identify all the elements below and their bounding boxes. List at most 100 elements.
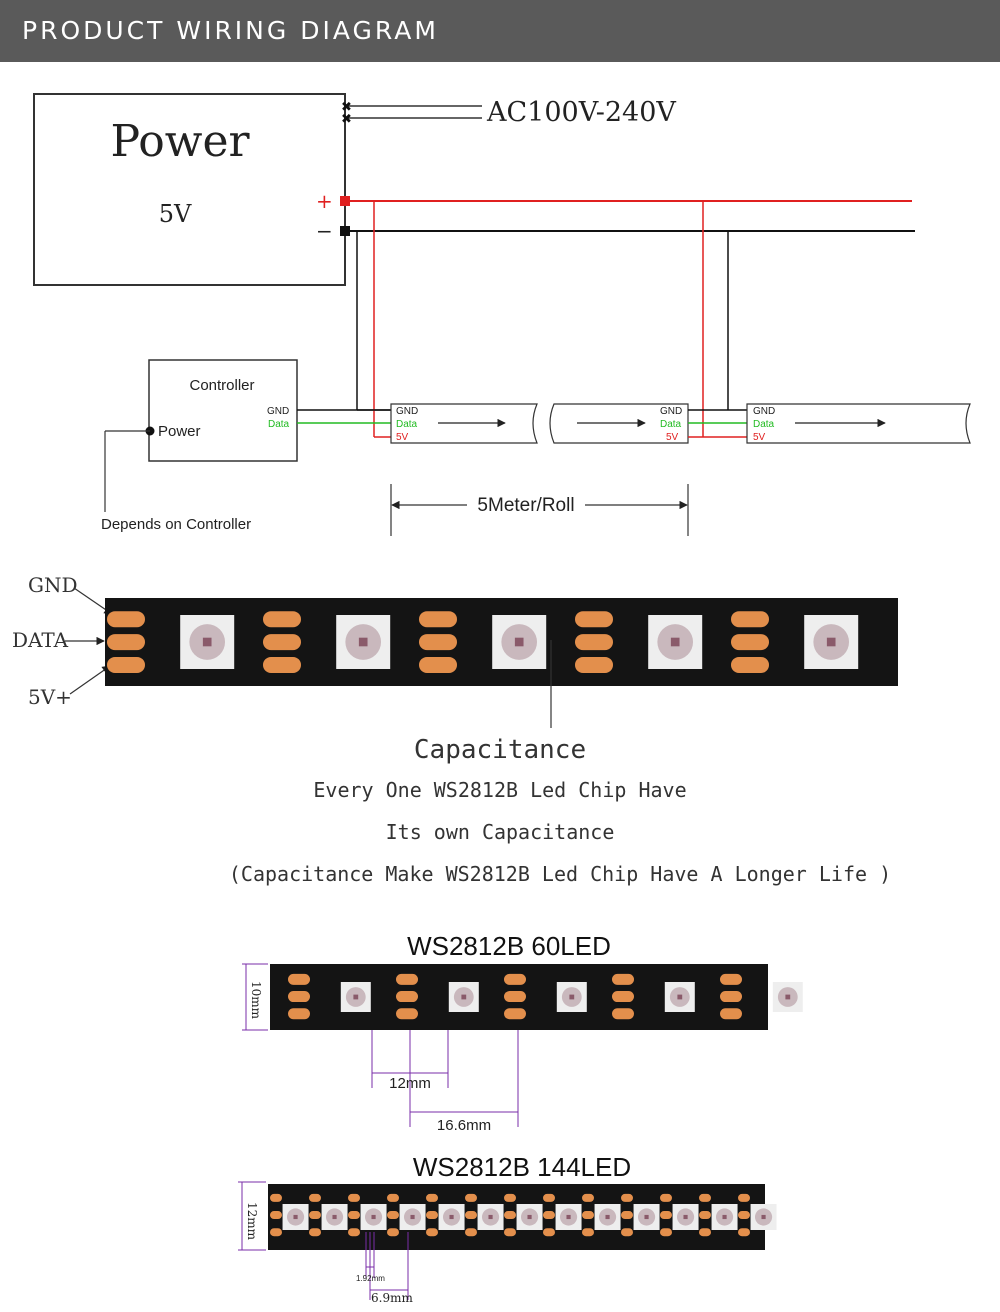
strip-segment-3: [746, 403, 971, 444]
closeup-led-chip: [804, 615, 859, 669]
strip60-led-chip: [448, 982, 479, 1012]
closeup-led-chip: [492, 615, 547, 669]
strip144-pitch-label: 6.9mm: [371, 1291, 413, 1305]
ac-input-terminals: ✖ ✖: [341, 99, 482, 126]
strip144-led-chip: [321, 1204, 348, 1230]
strip144-led-pads: [426, 1193, 438, 1237]
controller-title: Controller: [189, 377, 254, 394]
strip144-led-pads: [504, 1193, 516, 1237]
controller-box: [148, 359, 298, 462]
seg1-5v-label: 5V: [396, 432, 409, 443]
strip60-width-label: 10mm: [249, 981, 263, 1020]
strip144-width-label: 12mm: [245, 1202, 259, 1241]
strip60-chip-size-label: 12mm: [389, 1075, 431, 1092]
strip144-led-pads: [621, 1193, 633, 1237]
strip144-photo: [268, 1184, 777, 1250]
strip144-title: WS2812B 144LED: [413, 1152, 631, 1182]
capacitance-title: Capacitance: [413, 735, 587, 765]
strip-segment-2: [549, 403, 689, 444]
closeup-led-chip: [336, 615, 391, 669]
closeup-led-pads: [575, 611, 613, 673]
strip60-width-dimension: [242, 963, 268, 1031]
strip60-led-pads: [612, 973, 634, 1020]
closeup-led-chip: [180, 615, 235, 669]
strip144-width-dimension: [238, 1181, 266, 1251]
strip144-led-chip: [594, 1204, 621, 1230]
strip144-led-pads: [699, 1193, 711, 1237]
controller-gnd-label: GND: [267, 406, 289, 417]
strip60-led-chip: [664, 982, 695, 1012]
svg-text:✖: ✖: [341, 111, 352, 126]
positive-terminal: [340, 196, 350, 206]
roll-length-label: 5Meter/Roll: [477, 495, 574, 516]
power-supply-box: [33, 93, 346, 286]
strip144-led-pads: [309, 1193, 321, 1237]
pin-data-label: DATA: [12, 628, 69, 652]
svg-text:✖: ✖: [341, 99, 352, 114]
strip144-led-chip: [438, 1204, 465, 1230]
strip60-led-chip: [772, 982, 803, 1012]
strip144-led-chip: [750, 1204, 777, 1230]
strip-feed-wires-2: [702, 201, 729, 437]
strip144-gap-label: 1.92mm: [356, 1274, 385, 1283]
pin-5v-label: 5V+: [28, 685, 72, 709]
seg2-gnd-label: GND: [660, 406, 682, 417]
strip144-led-chip: [672, 1204, 699, 1230]
seg3-data-label: Data: [753, 419, 775, 430]
strip144-led-pads: [543, 1193, 555, 1237]
seg1-data-label: Data: [396, 419, 418, 430]
strip60-led-pads: [720, 973, 742, 1020]
segment-link-wires: [688, 409, 748, 438]
strip60-pitch-dimensions: [371, 1030, 519, 1127]
strip144-led-chip: [516, 1204, 543, 1230]
strip144-led-chip: [477, 1204, 504, 1230]
controller-data-label: Data: [268, 419, 290, 430]
strip144-led-pads: [270, 1193, 282, 1237]
strip144-led-chip: [711, 1204, 738, 1230]
negative-terminal: [340, 226, 350, 236]
seg1-gnd-label: GND: [396, 406, 418, 417]
pin-5v-arrow: [69, 665, 111, 695]
strip144-led-pads: [465, 1193, 477, 1237]
strip144-pitch-dimensions: [365, 1232, 409, 1300]
strip144-led-chip: [399, 1204, 426, 1230]
capacitance-line-1: Every One WS2812B Led Chip Have: [313, 778, 687, 802]
strip144-led-pads: [582, 1193, 594, 1237]
seg3-5v-label: 5V: [753, 432, 766, 443]
strip144-led-chip: [555, 1204, 582, 1230]
strip144-led-chip: [360, 1204, 387, 1230]
strip60-led-pads: [288, 973, 310, 1020]
strip60-photo: [270, 964, 803, 1030]
roll-length-dimension: [390, 484, 689, 536]
strip-feed-wires-1: [356, 201, 392, 438]
closeup-led-pads: [107, 611, 145, 673]
strip60-led-chip: [556, 982, 587, 1012]
seg2-data-label: Data: [660, 419, 682, 430]
strip144-led-pads: [348, 1193, 360, 1237]
strip60-pitch-label: 16.6mm: [437, 1117, 491, 1134]
strip144-led-pads: [387, 1193, 399, 1237]
strip-segment-1: [390, 403, 538, 444]
seg2-5v-label: 5V: [666, 432, 679, 443]
closeup-led-pads: [419, 611, 457, 673]
strip144-led-chip: [282, 1204, 309, 1230]
minus-sign: −: [316, 219, 333, 243]
power-voltage: 5V: [159, 200, 192, 228]
strip60-title: WS2812B 60LED: [407, 931, 611, 961]
strip60-led-pads: [504, 973, 526, 1020]
controller-note: Depends on Controller: [101, 516, 251, 533]
strip144-led-pads: [738, 1193, 750, 1237]
pin-gnd-label: GND: [28, 573, 78, 597]
led-strip-closeup: [105, 598, 898, 686]
controller-power-label: Power: [158, 423, 201, 440]
strip60-led-pads: [396, 973, 418, 1020]
strip144-led-chip: [633, 1204, 660, 1230]
ac-input-label: AC100V-240V: [486, 97, 676, 128]
capacitance-line-2: Its own Capacitance: [385, 820, 615, 844]
seg3-gnd-label: GND: [753, 406, 775, 417]
plus-sign: +: [316, 189, 333, 213]
capacitance-line-3: (Capacitance Make WS2812B Led Chip Have …: [228, 862, 892, 886]
closeup-led-pads: [731, 611, 769, 673]
header-bar: PRODUCT WIRING DIAGRAM: [0, 0, 1000, 62]
